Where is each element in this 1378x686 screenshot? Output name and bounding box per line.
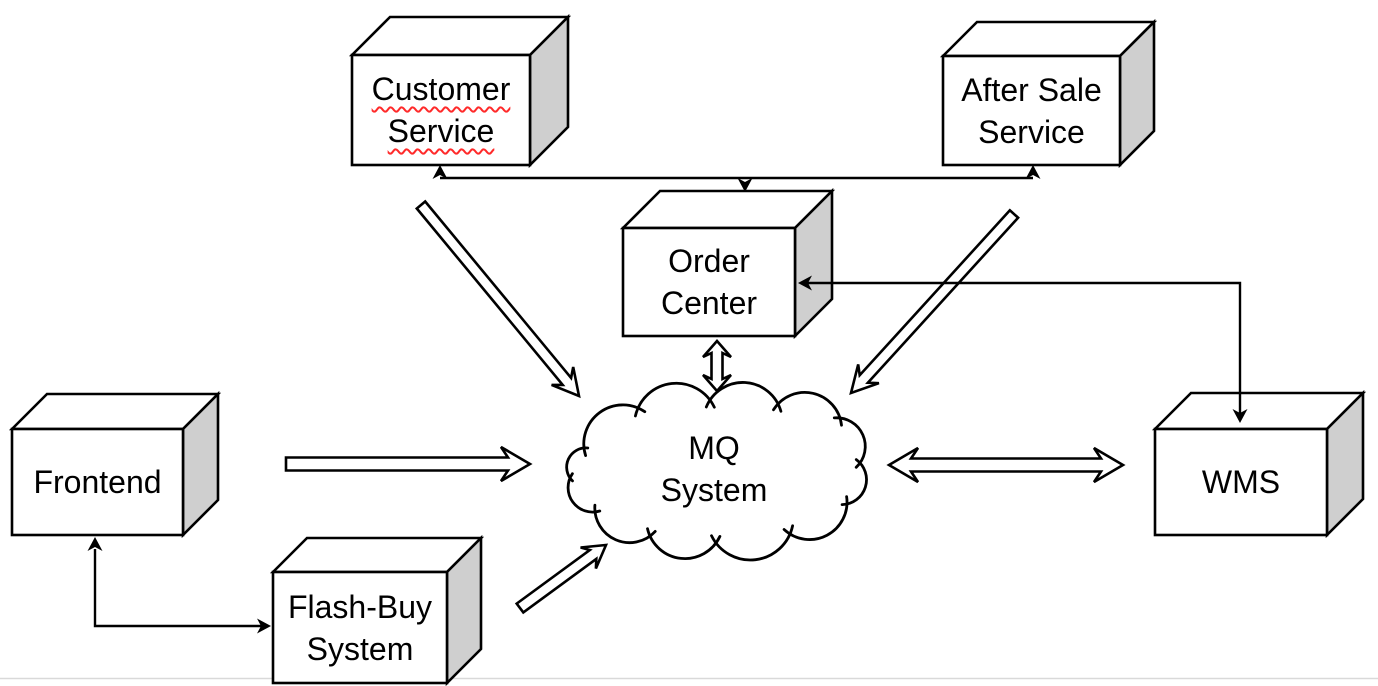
cloud-bump-arc [840, 458, 868, 506]
cube-front-face [621, 226, 797, 338]
node-after-sale-service-shape [939, 18, 1158, 169]
arrowhead [737, 178, 753, 192]
cube-top-face [269, 536, 485, 574]
block-arrow-frontend-to-mq [284, 445, 533, 483]
cloud-bump-arc [832, 416, 867, 469]
node-wms-shape [1151, 389, 1367, 539]
arrowhead [257, 618, 271, 634]
block-arrow-order-center-mq [702, 339, 732, 393]
cube-front-face [271, 570, 449, 685]
connector-order-center-wms [798, 275, 1248, 423]
cloud-bump-arc [634, 381, 716, 418]
node-mq-system-shape [565, 381, 868, 562]
connector-line [93, 549, 262, 628]
cloud-bump-arc [772, 391, 843, 427]
cube-front-face [10, 427, 185, 537]
cloud-bump-arc [593, 503, 657, 545]
node-frontend-shape [8, 390, 222, 539]
cloud-bump-arc [704, 381, 783, 413]
connector-bus-top [432, 165, 1041, 192]
block-arrow-flash-buy-to-mq [514, 543, 609, 615]
arrowhead [798, 275, 812, 291]
cloud-bump-arc [782, 495, 849, 541]
block-arrow-after-sale-to-mq [849, 208, 1020, 396]
cube-front-face [350, 53, 532, 167]
cloud-bump-arc [646, 527, 722, 560]
cloud-bump-arc [710, 524, 794, 562]
block-arrow-mq-wms [886, 446, 1126, 484]
cloud-bump-arc [582, 403, 647, 457]
cloud-bump-arc [565, 446, 590, 483]
cube-top-face [939, 20, 1158, 58]
connector-line [806, 281, 1242, 414]
arrowhead [1025, 165, 1041, 179]
block-arrow-customer-service-to-mq [414, 199, 581, 399]
node-order-center-shape [619, 187, 836, 340]
arrowhead [87, 537, 103, 551]
cloud-bump-arc [566, 472, 602, 514]
node-flash-buy-system-shape [269, 534, 485, 686]
node-customer-service-shape [348, 13, 572, 169]
cube-front-face [1153, 427, 1329, 537]
connector-frontend-flash-buy [87, 537, 271, 634]
arrowhead [1232, 409, 1248, 423]
arrowhead [432, 165, 448, 179]
cube-front-face [941, 54, 1122, 167]
